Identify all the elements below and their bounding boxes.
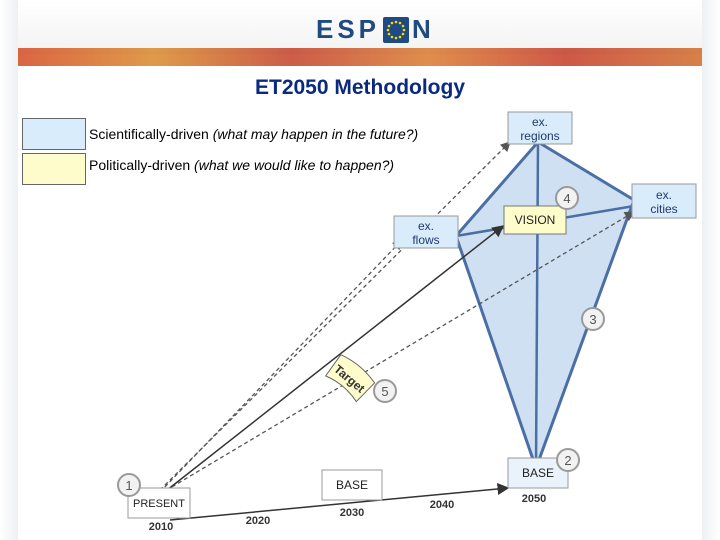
step-2-marker: 2: [556, 448, 580, 472]
left-margin-band: [0, 0, 18, 540]
dashed-arrow-to-cities: [159, 211, 636, 495]
map-strip: [18, 48, 702, 66]
legend-label-political: Politically-driven (what we would like t…: [89, 157, 395, 173]
svg-text:3: 3: [589, 312, 596, 327]
legend-label-scientific: Scientifically-driven (what may happen i…: [89, 126, 419, 142]
svg-text:regions: regions: [520, 129, 559, 143]
svg-text:1: 1: [125, 478, 132, 493]
eu-stars-icon: [383, 16, 410, 43]
svg-text:cities: cities: [650, 202, 677, 216]
logo-text-esp: ESP: [316, 14, 381, 44]
year-label-2050: 2050: [522, 493, 546, 505]
vision-box: VISION: [503, 205, 567, 235]
espon-logo: ESP N: [316, 14, 435, 45]
arrow-to-base-2050: [169, 483, 510, 521]
logo-text-n: N: [412, 14, 435, 44]
base-mid-box: BASE: [321, 469, 383, 501]
slide-title: ET2050 Methodology: [254, 76, 466, 99]
year-label-2020: 2020: [246, 515, 270, 527]
step-4-marker: 4: [555, 186, 579, 210]
base-2050-box: BASE: [507, 457, 569, 489]
ex-regions-box: ex. regions: [507, 111, 573, 145]
svg-text:2: 2: [564, 453, 571, 468]
svg-text:BASE: BASE: [336, 478, 368, 492]
svg-text:5: 5: [381, 384, 388, 399]
ex-cities-box: ex. cities: [631, 183, 697, 219]
svg-text:ex.: ex.: [418, 219, 434, 233]
arrow-to-vision: [161, 225, 505, 495]
year-label-2030: 2030: [340, 507, 364, 519]
svg-text:BASE: BASE: [522, 466, 554, 480]
present-box: PRESENT: [127, 487, 191, 519]
dashed-arrow-to-regions: [159, 141, 511, 491]
svg-text:4: 4: [563, 191, 570, 206]
step-3-marker: 3: [581, 307, 605, 331]
svg-text:flows: flows: [412, 233, 439, 247]
year-label-2040: 2040: [430, 499, 454, 511]
ex-flows-box: ex. flows: [393, 215, 459, 249]
svg-text:ex.: ex.: [656, 188, 672, 202]
svg-text:VISION: VISION: [515, 213, 556, 227]
scenario-diamond: [454, 140, 636, 473]
right-margin-band: [702, 0, 720, 540]
year-label-2010: 2010: [149, 521, 173, 533]
svg-text:ex.: ex.: [532, 115, 548, 129]
header-bar: [0, 0, 720, 55]
svg-text:PRESENT: PRESENT: [133, 498, 185, 510]
dashed-arrow-to-flows: [159, 239, 403, 493]
step-1-marker: 1: [117, 473, 141, 497]
legend-swatch-political: [22, 153, 86, 185]
step-5-marker: 5: [373, 379, 397, 403]
legend-swatch-scientific: [22, 118, 86, 150]
diamond-axis-line: [534, 141, 540, 469]
